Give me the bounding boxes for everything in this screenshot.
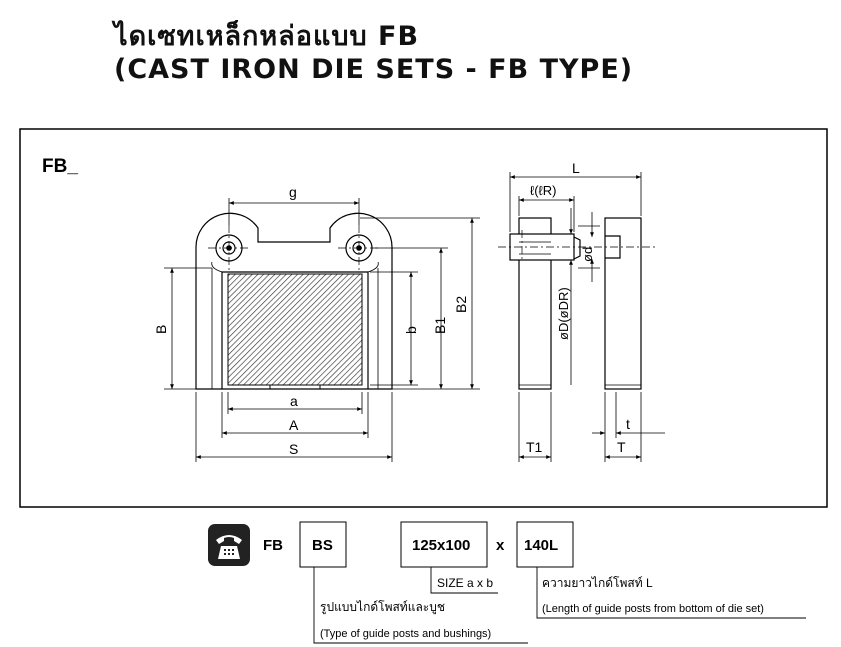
dim-B1: B1 xyxy=(432,317,448,334)
dim-t: t xyxy=(626,416,630,432)
dim-L: L xyxy=(572,160,580,176)
leader-lines xyxy=(313,567,806,644)
hatched-plate xyxy=(227,273,363,386)
size-note: SIZE a x b xyxy=(437,576,493,590)
telephone-icon xyxy=(208,524,250,566)
length-box xyxy=(516,521,574,568)
length-note-thai: ความยาวไกด์โพสท์ L xyxy=(542,576,653,590)
size-box xyxy=(400,521,488,568)
dim-B: B xyxy=(153,325,169,334)
dim-g: g xyxy=(289,184,297,200)
title-thai: ไดเซทเหล็กหล่อแบบ FB xyxy=(114,21,420,52)
dim-lR: ℓ(ℓR) xyxy=(530,183,556,198)
dim-T1: T1 xyxy=(526,439,543,455)
length-note-en: (Length of guide posts from bottom of di… xyxy=(542,603,764,615)
dim-S: S xyxy=(289,441,298,457)
post-note-en: (Type of guide posts and bushings) xyxy=(320,628,491,640)
dim-B2: B2 xyxy=(453,296,469,313)
title-english: (CAST IRON DIE SETS - FB TYPE) xyxy=(114,54,634,85)
model-label: FB_ xyxy=(42,156,78,177)
front-dimensions xyxy=(164,198,480,462)
dim-A: A xyxy=(289,417,299,433)
code-length: 140L xyxy=(524,537,558,554)
post-type-box xyxy=(299,521,347,568)
drawing-frame xyxy=(19,128,828,508)
dim-a: a xyxy=(290,393,298,409)
code-separator: x xyxy=(496,537,505,554)
dim-T: T xyxy=(617,439,626,455)
code-prefix: FB xyxy=(263,537,283,554)
code-post-type: BS xyxy=(312,537,333,554)
post-note-thai: รูปแบบไกด์โพสท์และบูช xyxy=(320,600,445,615)
dim-d: ød xyxy=(580,247,595,262)
code-size: 125x100 xyxy=(412,537,470,554)
side-view xyxy=(509,217,642,390)
front-view xyxy=(195,212,393,390)
dim-D: øD(øDR) xyxy=(556,287,571,340)
dim-b: b xyxy=(403,326,419,334)
side-dimensions xyxy=(509,172,665,462)
